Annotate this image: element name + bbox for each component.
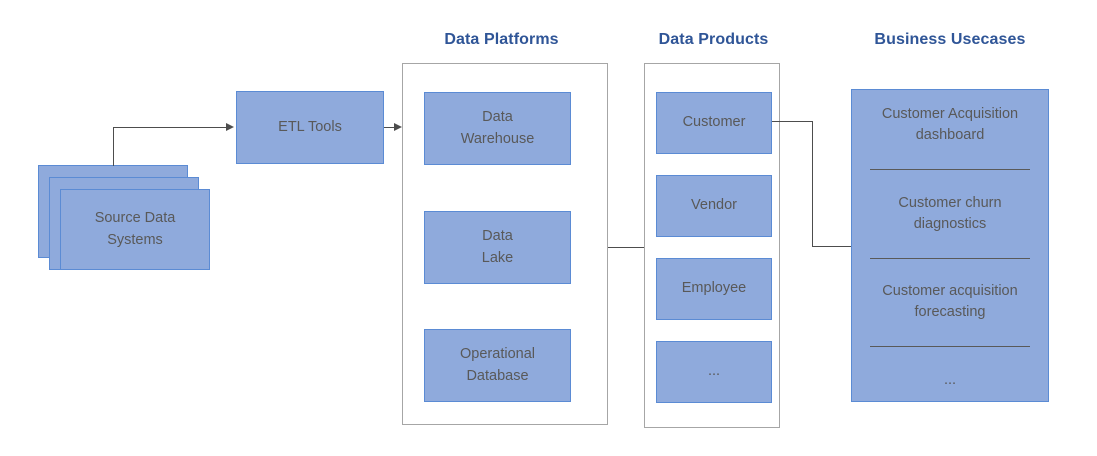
arrowhead-into-platforms-icon (394, 122, 402, 131)
business-usecase-label-line1: Customer Acquisition (881, 106, 1019, 122)
data-platform-item-data-lake[interactable]: Data Lake (424, 211, 571, 284)
data-platform-item-label-line2: Lake (481, 249, 514, 266)
data-product-item-vendor[interactable]: Vendor (656, 175, 772, 237)
business-usecase-label-line1: Customer acquisition (882, 283, 1018, 300)
data-product-item-employee[interactable]: Employee (656, 258, 772, 320)
heading-data-products: Data Products (658, 31, 769, 48)
business-usecase-item-churn-diagnostics[interactable]: Customer churn diagnostics (852, 193, 1048, 235)
business-usecase-label-line2: dashboard (915, 127, 985, 144)
arrowhead-into-etl-icon (226, 122, 234, 131)
usecase-divider-2 (870, 257, 1030, 259)
source-data-systems-box[interactable]: Source Data Systems (60, 189, 210, 270)
source-data-systems-label-line2: Systems (107, 231, 163, 248)
data-product-item-customer[interactable]: Customer (656, 92, 772, 154)
source-data-systems-label-line1: Source Data (94, 210, 176, 227)
heading-data-platforms: Data Platforms (444, 31, 559, 48)
connector-source-to-etl-vertical (113, 127, 114, 166)
business-usecase-item-acquisition-forecasting[interactable]: Customer acquisition forecasting (852, 281, 1048, 323)
data-product-item-label: ... (707, 363, 721, 380)
heading-business-usecases: Business Usecases (874, 31, 1026, 48)
connector-customer-to-usecases-segment2 (812, 121, 813, 247)
connector-etl-to-platforms (384, 127, 394, 128)
data-platform-item-label-line2: Warehouse (460, 130, 535, 147)
data-product-item-label: Vendor (691, 197, 737, 214)
connector-source-to-etl-horizontal (113, 127, 226, 128)
data-product-item-label: Customer (682, 114, 746, 131)
business-usecase-label-line1: ... (943, 371, 957, 388)
data-product-item-label: Employee (681, 280, 747, 297)
business-usecase-item-acquisition-dashboard[interactable]: Customer Acquisition dashboard (852, 104, 1048, 146)
business-usecase-item-more[interactable]: ... (852, 370, 1048, 391)
data-platform-item-label-line1: Data (482, 109, 513, 126)
business-usecases-panel[interactable]: Customer Acquisition dashboard Customer … (851, 89, 1049, 402)
business-usecase-label-line2: forecasting (914, 304, 986, 321)
connector-platforms-to-products (608, 247, 644, 248)
business-usecase-label-line1: Customer churn (898, 194, 1002, 211)
business-usecase-label-line2: diagnostics (913, 215, 987, 232)
etl-tools-box[interactable]: ETL Tools (236, 91, 384, 164)
usecase-divider-3 (870, 346, 1030, 348)
data-platform-item-operational-database[interactable]: Operational Database (424, 329, 571, 402)
data-platform-item-label-line1: Data (482, 228, 513, 245)
data-product-item-more[interactable]: ... (656, 341, 772, 403)
connector-customer-to-usecases-segment1 (772, 121, 813, 122)
data-platform-item-label-line1: Operational (460, 346, 535, 363)
data-platform-item-data-warehouse[interactable]: Data Warehouse (424, 92, 571, 165)
usecase-divider-1 (870, 168, 1030, 170)
data-platform-item-label-line2: Database (466, 367, 529, 384)
etl-tools-label: ETL Tools (278, 118, 342, 135)
connector-customer-to-usecases-segment3 (812, 246, 852, 247)
